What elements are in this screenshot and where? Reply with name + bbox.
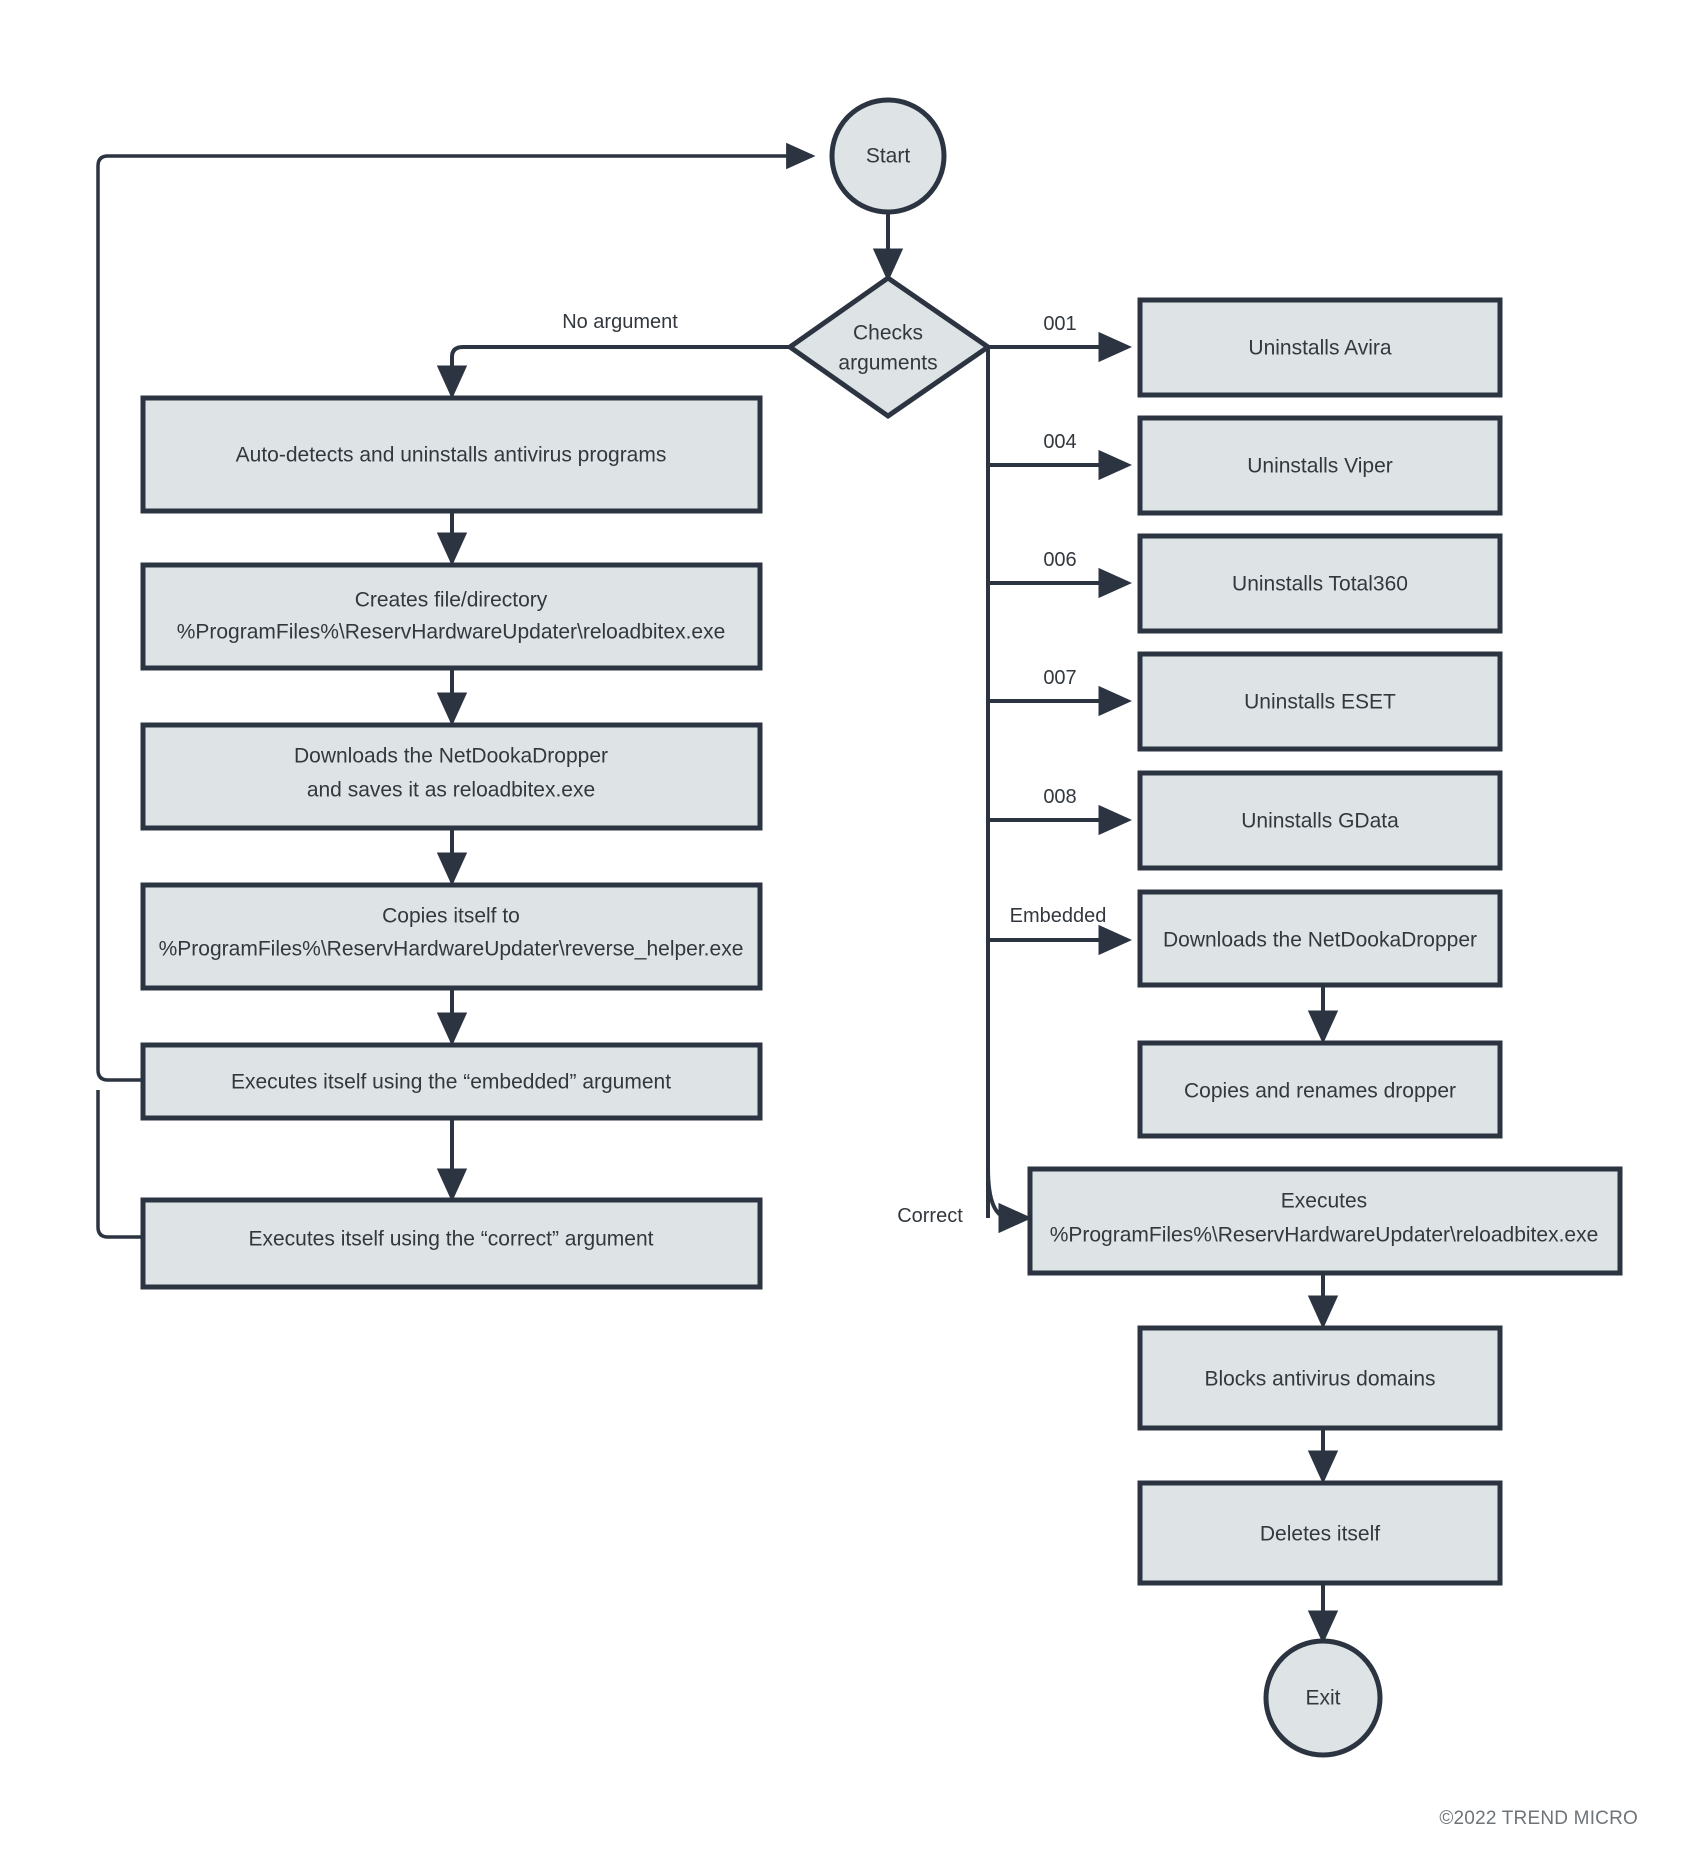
node-creates-file-directory-line1: Creates file/directory [355,589,548,612]
node-executes-embedded-argument: Executes itself using the “embedded” arg… [140,1042,763,1121]
node-blocks-antivirus-domains: Blocks antivirus domains [1137,1325,1503,1431]
node-executes-reloadbitex-line1: Executes [1281,1190,1367,1213]
node-uninstalls-total360-line1: Uninstalls Total360 [1232,573,1408,596]
node-executes-reloadbitex: Executes %ProgramFiles%\ReservHardwareUp… [1027,1166,1623,1276]
node-copies-itself-reverse-helper-line2: %ProgramFiles%\ReservHardwareUpdater\rev… [159,938,744,961]
node-executes-correct-argument-line1: Executes itself using the “correct” argu… [248,1228,653,1251]
node-uninstalls-viper: Uninstalls Viper [1137,415,1503,516]
edge-loop-embedded-to-start [96,142,816,1082]
node-downloads-netdookadropper: Downloads the NetDookaDropper and saves … [140,722,763,831]
node-start: Start [829,97,947,215]
copyright-footer: ©2022 TREND MICRO [1439,1808,1638,1829]
node-auto-detects-uninstalls-antivirus: Auto-detects and uninstalls antivirus pr… [140,395,763,514]
node-start-label: Start [866,145,911,168]
node-exit: Exit [1263,1638,1383,1758]
edge-label-correct: Correct [897,1205,963,1227]
edge-label-004: 004 [1043,431,1076,453]
node-uninstalls-gdata-line1: Uninstalls GData [1241,810,1399,833]
node-uninstalls-viper-line1: Uninstalls Viper [1247,455,1393,478]
node-checks-arguments: Checks arguments [785,274,993,420]
edge-label-001: 001 [1043,313,1076,335]
node-executes-reloadbitex-line2: %ProgramFiles%\ReservHardwareUpdater\rel… [1050,1224,1599,1247]
edge-branch-correct [986,1167,1032,1234]
node-exit-label: Exit [1305,1687,1340,1710]
node-uninstalls-eset-line1: Uninstalls ESET [1244,691,1396,714]
node-copies-renames-dropper-line1: Copies and renames dropper [1184,1080,1456,1103]
node-copies-renames-dropper: Copies and renames dropper [1137,1040,1503,1139]
node-uninstalls-avira-line1: Uninstalls Avira [1248,337,1391,360]
node-copies-itself-reverse-helper: Copies itself to %ProgramFiles%\ReservHa… [140,882,763,991]
edge-decision-no-argument [436,345,790,399]
node-executes-correct-argument: Executes itself using the “correct” argu… [140,1197,763,1290]
node-checks-arguments-label-line1: Checks [853,322,923,345]
node-uninstalls-total360: Uninstalls Total360 [1137,533,1503,634]
node-auto-detects-uninstalls-antivirus-line1: Auto-detects and uninstalls antivirus pr… [236,444,667,467]
node-creates-file-directory-line2: %ProgramFiles%\ReservHardwareUpdater\rel… [177,621,726,644]
edge-label-008: 008 [1043,786,1076,808]
edge-label-007: 007 [1043,667,1076,689]
edge-label-006: 006 [1043,549,1076,571]
node-downloads-netdookadropper-line1: Downloads the NetDookaDropper [294,745,608,768]
node-checks-arguments-label-line2: arguments [838,352,937,375]
node-executes-embedded-argument-line1: Executes itself using the “embedded” arg… [231,1071,671,1094]
edge-label-embedded: Embedded [1010,905,1107,927]
node-downloads-netdookadropper-embedded-line1: Downloads the NetDookaDropper [1163,929,1477,952]
node-blocks-antivirus-domains-line1: Blocks antivirus domains [1204,1368,1435,1391]
node-deletes-itself-line1: Deletes itself [1260,1523,1380,1546]
node-downloads-netdookadropper-line2: and saves it as reloadbitex.exe [307,779,595,802]
edge-loop-correct-to-trunk [96,1090,143,1239]
node-uninstalls-eset: Uninstalls ESET [1137,651,1503,752]
node-deletes-itself: Deletes itself [1137,1480,1503,1586]
node-uninstalls-gdata: Uninstalls GData [1137,770,1503,871]
node-uninstalls-avira: Uninstalls Avira [1137,297,1503,398]
node-downloads-netdookadropper-embedded: Downloads the NetDookaDropper [1137,889,1503,988]
node-copies-itself-reverse-helper-line1: Copies itself to [382,905,520,928]
node-creates-file-directory: Creates file/directory %ProgramFiles%\Re… [140,562,763,671]
edge-label-no-argument: No argument [562,311,678,333]
